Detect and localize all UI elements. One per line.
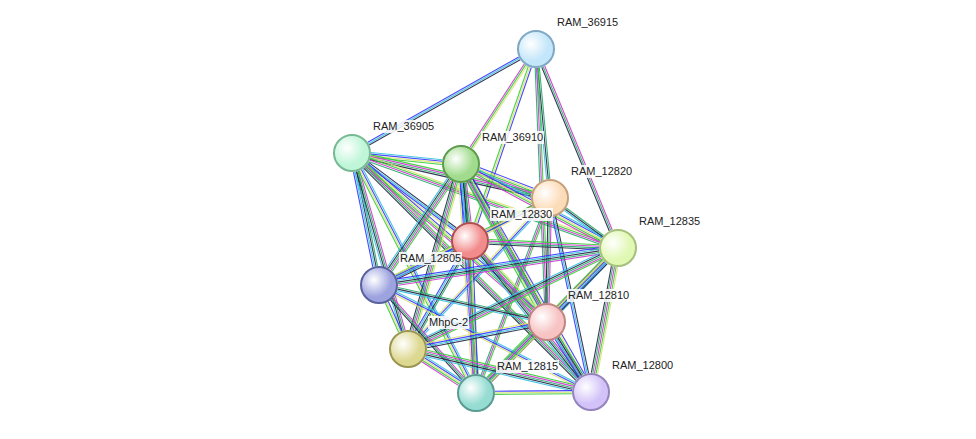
protein-node: RAM_36915 — [517, 30, 555, 68]
node-label: RAM_12805 — [399, 252, 462, 265]
interaction-edge — [495, 391, 572, 395]
protein-node: RAM_12810 — [528, 303, 566, 341]
interaction-edge — [422, 357, 462, 386]
node-label: MhpC-2 — [428, 316, 469, 329]
node-label: RAM_12810 — [567, 289, 630, 302]
node-label: RAM_36905 — [372, 120, 435, 133]
protein-node: RAM_12815 — [457, 374, 495, 412]
node-label: RAM_12830 — [490, 208, 553, 221]
interaction-edge — [359, 169, 470, 377]
interaction-edge — [591, 266, 617, 374]
interaction-edge — [385, 302, 401, 333]
protein-node: RAM_12800 — [572, 373, 610, 411]
interaction-edge — [426, 350, 573, 391]
interaction-edge — [536, 68, 550, 179]
interaction-edge — [487, 259, 607, 381]
node-label: RAM_36915 — [556, 16, 619, 29]
protein-node: RAM_36910 — [442, 145, 480, 183]
node-label: RAM_12815 — [496, 360, 559, 373]
protein-node: RAM_12805 — [360, 266, 398, 304]
interaction-edge — [555, 337, 583, 377]
protein-node: RAM_36905 — [333, 134, 371, 172]
node-label: RAM_12835 — [638, 215, 701, 228]
interaction-edge — [489, 240, 599, 250]
protein-node: MhpC-2 — [389, 330, 427, 368]
node-label: RAM_12800 — [611, 359, 674, 372]
interaction-edge — [397, 248, 599, 286]
protein-node: RAM_12835 — [599, 229, 637, 267]
interaction-edge — [459, 183, 478, 374]
node-label: RAM_12820 — [570, 165, 633, 178]
node-label: RAM_36910 — [481, 131, 544, 144]
interaction-edge — [564, 208, 603, 238]
interaction-edge — [397, 288, 529, 320]
